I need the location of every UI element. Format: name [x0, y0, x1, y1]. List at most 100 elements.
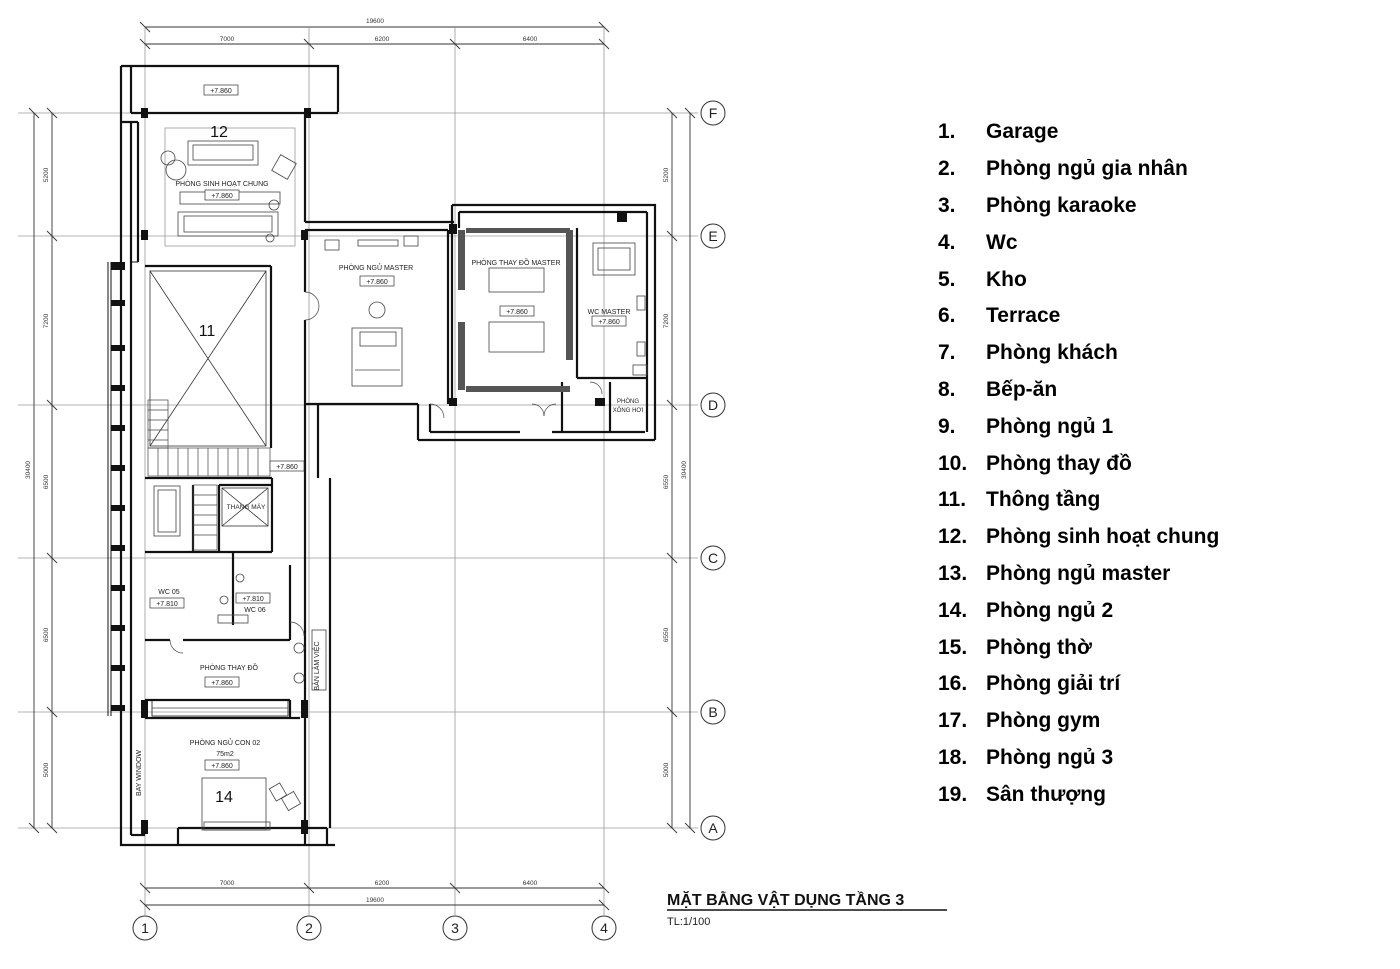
wardrobe-hatch	[458, 228, 573, 392]
legend-label: Phòng khách	[986, 341, 1118, 365]
level-wc-master: +7.860	[598, 319, 620, 326]
grid-row-c: C	[708, 550, 718, 566]
dim-left-seg-5: 5000	[43, 762, 50, 777]
legend-label: Phòng thay đồ	[986, 451, 1132, 475]
dim-right-seg-5: 5000	[663, 762, 670, 777]
dim-bottom-seg-1: 7000	[220, 880, 235, 887]
legend-number: 9.	[938, 414, 956, 438]
room-numbers: 12 11 14	[199, 124, 233, 806]
drawing-scale: TL:1/100	[667, 916, 710, 928]
legend-item: 17. Phòng gym	[938, 703, 1378, 740]
legend-item: 1. Garage	[938, 114, 1378, 151]
grid-row-e: E	[708, 228, 717, 244]
room-label-ngu-master: PHÒNG NGỦ MASTER	[339, 263, 413, 272]
room-label-wc06: WC 06	[244, 607, 266, 614]
level-thay-do-master: +7.860	[506, 309, 528, 316]
level-master: +7.860	[366, 279, 388, 286]
legend-label: Garage	[986, 120, 1059, 144]
dim-right-seg-1: 5200	[663, 167, 670, 182]
dim-left-total: 30400	[25, 461, 32, 479]
level-tag-labels: +7.860 +7.860 +7.860 +7.860 +7.860 +7.86…	[156, 88, 620, 770]
legend-number: 18.	[938, 745, 968, 769]
legend-label: Phòng ngủ 2	[986, 598, 1114, 622]
dim-right-seg-2: 7200	[663, 313, 670, 328]
room-legend: 1. Garage 2. Phòng ngủ gia nhân 3. Phòng kara…	[938, 114, 1378, 813]
legend-number: 3.	[938, 193, 956, 217]
legend-item: 7. Phòng khách	[938, 335, 1378, 372]
dim-bottom-total: 19600	[366, 897, 384, 904]
legend-label: Phòng ngủ gia nhân	[986, 157, 1188, 181]
grid-col-1: 1	[141, 920, 149, 936]
legend-number: 14.	[938, 598, 968, 622]
grid-row-d: D	[708, 397, 718, 413]
legend-number: 4.	[938, 230, 956, 254]
dim-bottom-seg-2: 6200	[375, 880, 390, 887]
room-label-sinh-hoat: PHÒNG SINH HOẠT CHUNG	[175, 179, 268, 188]
dim-right-seg-4: 6550	[663, 627, 670, 642]
legend-label: Wc	[986, 230, 1018, 254]
level-terrace: +7.860	[210, 88, 232, 95]
void-area	[149, 270, 267, 447]
grid-col-3: 3	[451, 920, 459, 936]
legend-item: 14. Phòng ngủ 2	[938, 592, 1378, 629]
legend-item: 16.Phòng giải trí	[938, 666, 1378, 703]
legend-number: 7.	[938, 341, 956, 365]
room-label-thay-do-master: PHÒNG THAY ĐỒ MASTER	[471, 257, 560, 267]
drawing-title: MẶT BẰNG VẬT DỤNG TẦNG 3	[667, 890, 904, 909]
grid-bubbles	[132, 100, 726, 941]
legend-number: 13.	[938, 561, 968, 585]
dim-left-seg-2: 7200	[43, 313, 50, 328]
legend-item: 6.Terrace	[938, 298, 1378, 335]
room-label-ngu-con: PHÒNG NGỦ CON 02	[190, 738, 261, 747]
legend-number: 19.	[938, 782, 968, 806]
legend-label: Sân thượng	[986, 782, 1106, 806]
room-number-11: 11	[199, 323, 216, 340]
legend-item: 5.Kho	[938, 261, 1378, 298]
doors	[169, 291, 603, 654]
room-number-12: 12	[210, 124, 228, 141]
legend-label: Phòng thờ	[986, 635, 1092, 659]
legend-label: Phòng karaoke	[986, 193, 1137, 217]
legend-item: 4. Wc	[938, 224, 1378, 261]
legend-item: 19. Sân thượng	[938, 776, 1378, 813]
legend-item: 12.Phòng sinh hoạt chung	[938, 519, 1378, 556]
legend-number: 5.	[938, 267, 956, 291]
legend-number: 10.	[938, 451, 968, 475]
room-label-thay-do: PHÒNG THAY ĐỒ	[200, 662, 259, 672]
room-label-xong-hoi-2: XÔNG HƠI	[613, 407, 644, 414]
dim-top-seg-2: 6200	[375, 36, 390, 43]
legend-label: Phòng ngủ 3	[986, 745, 1114, 769]
level-wc06: +7.810	[242, 596, 264, 603]
legend-number: 17.	[938, 709, 968, 733]
dim-bottom-seg-3: 6400	[523, 880, 538, 887]
grid-row-b: B	[708, 704, 717, 720]
furniture	[151, 127, 648, 831]
dim-left-seg-3: 6500	[43, 474, 50, 489]
legend-number: 15.	[938, 635, 968, 659]
level-wc05: +7.810	[156, 601, 178, 608]
legend-number: 8.	[938, 377, 956, 401]
room-number-14: 14	[215, 789, 233, 806]
legend-item: 3. Phòng karaoke	[938, 188, 1378, 225]
legend-label: Phòng gym	[986, 709, 1101, 733]
staircase	[147, 399, 271, 551]
legend-item: 13.Phòng ngủ master	[938, 556, 1378, 593]
room-label-bay-window: BAY WINDOW	[136, 750, 143, 796]
legend-label: Thông tầng	[986, 488, 1101, 512]
dim-top-total: 19600	[366, 18, 384, 25]
room-label-thang-may: THANG MÁY	[227, 502, 266, 511]
legend-number: 2.	[938, 157, 956, 181]
level-tags	[149, 84, 627, 771]
dimension-labels: 19600 7000 6200 6400 7000 6200 6400 1960…	[25, 18, 688, 904]
legend-number: 1.	[938, 120, 956, 144]
legend-label: Bếp-ăn	[986, 377, 1058, 401]
dim-left-seg-4: 6500	[43, 627, 50, 642]
room-label-ban-lam-viec: BÀN LÀM VIỆC	[312, 641, 321, 690]
legend-item: 11.Thông tầng	[938, 482, 1378, 519]
room-labels: PHÒNG SINH HOẠT CHUNG PHÒNG NGỦ MASTER P…	[136, 179, 644, 796]
legend-label: Phòng sinh hoạt chung	[986, 525, 1220, 549]
room-label-xong-hoi-1: PHÒNG	[617, 398, 639, 405]
level-ngu-con: +7.860	[211, 763, 233, 770]
facade-lines	[107, 261, 138, 716]
